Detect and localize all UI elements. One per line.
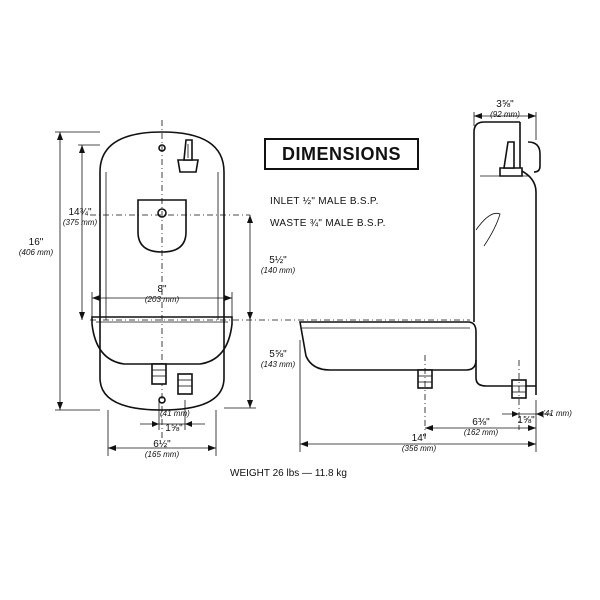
dim-base-width: 6½" (165 mm) bbox=[144, 439, 180, 459]
weight-note: WEIGHT 26 lbs — 11.8 kg bbox=[230, 468, 347, 479]
dim-height-total: 16" (406 mm) bbox=[18, 237, 54, 257]
waste-note: WASTE ¾" MALE B.S.P. bbox=[270, 218, 386, 229]
dim-waste-offset: 6⅜" (162 mm) bbox=[463, 417, 499, 437]
inlet-note: INLET ½" MALE B.S.P. bbox=[270, 196, 379, 207]
dim-inlet-spacing-mm: (41 mm) bbox=[542, 409, 572, 418]
side-view bbox=[299, 112, 552, 452]
dim-outlet-spacing: 1⅝" bbox=[165, 423, 183, 434]
dim-inlet-spacing: 1⅝" bbox=[517, 415, 535, 426]
front-bowl bbox=[91, 316, 233, 365]
dim-upper-to-bowl: 5½" (140 mm) bbox=[260, 255, 296, 275]
front-view bbox=[55, 120, 470, 456]
side-tap bbox=[499, 141, 541, 177]
dim-bowl-to-bottom: 5⅝" (143 mm) bbox=[260, 349, 296, 369]
dim-outlet-spacing-mm: (41 mm) bbox=[160, 409, 190, 418]
title: DIMENSIONS bbox=[281, 143, 401, 164]
bubbler-tap bbox=[177, 139, 199, 173]
dim-top-depth: 3⅝" (92 mm) bbox=[490, 99, 520, 119]
title-box: DIMENSIONS bbox=[264, 138, 419, 170]
dim-bowl-width: 8" (203 mm) bbox=[144, 284, 180, 304]
front-backplate bbox=[99, 131, 225, 411]
front-outlets bbox=[151, 363, 193, 395]
dim-total-depth: 14" (356 mm) bbox=[401, 433, 437, 453]
dim-height-upper: 14¾" (375 mm) bbox=[62, 207, 98, 227]
side-bowl bbox=[299, 321, 477, 371]
